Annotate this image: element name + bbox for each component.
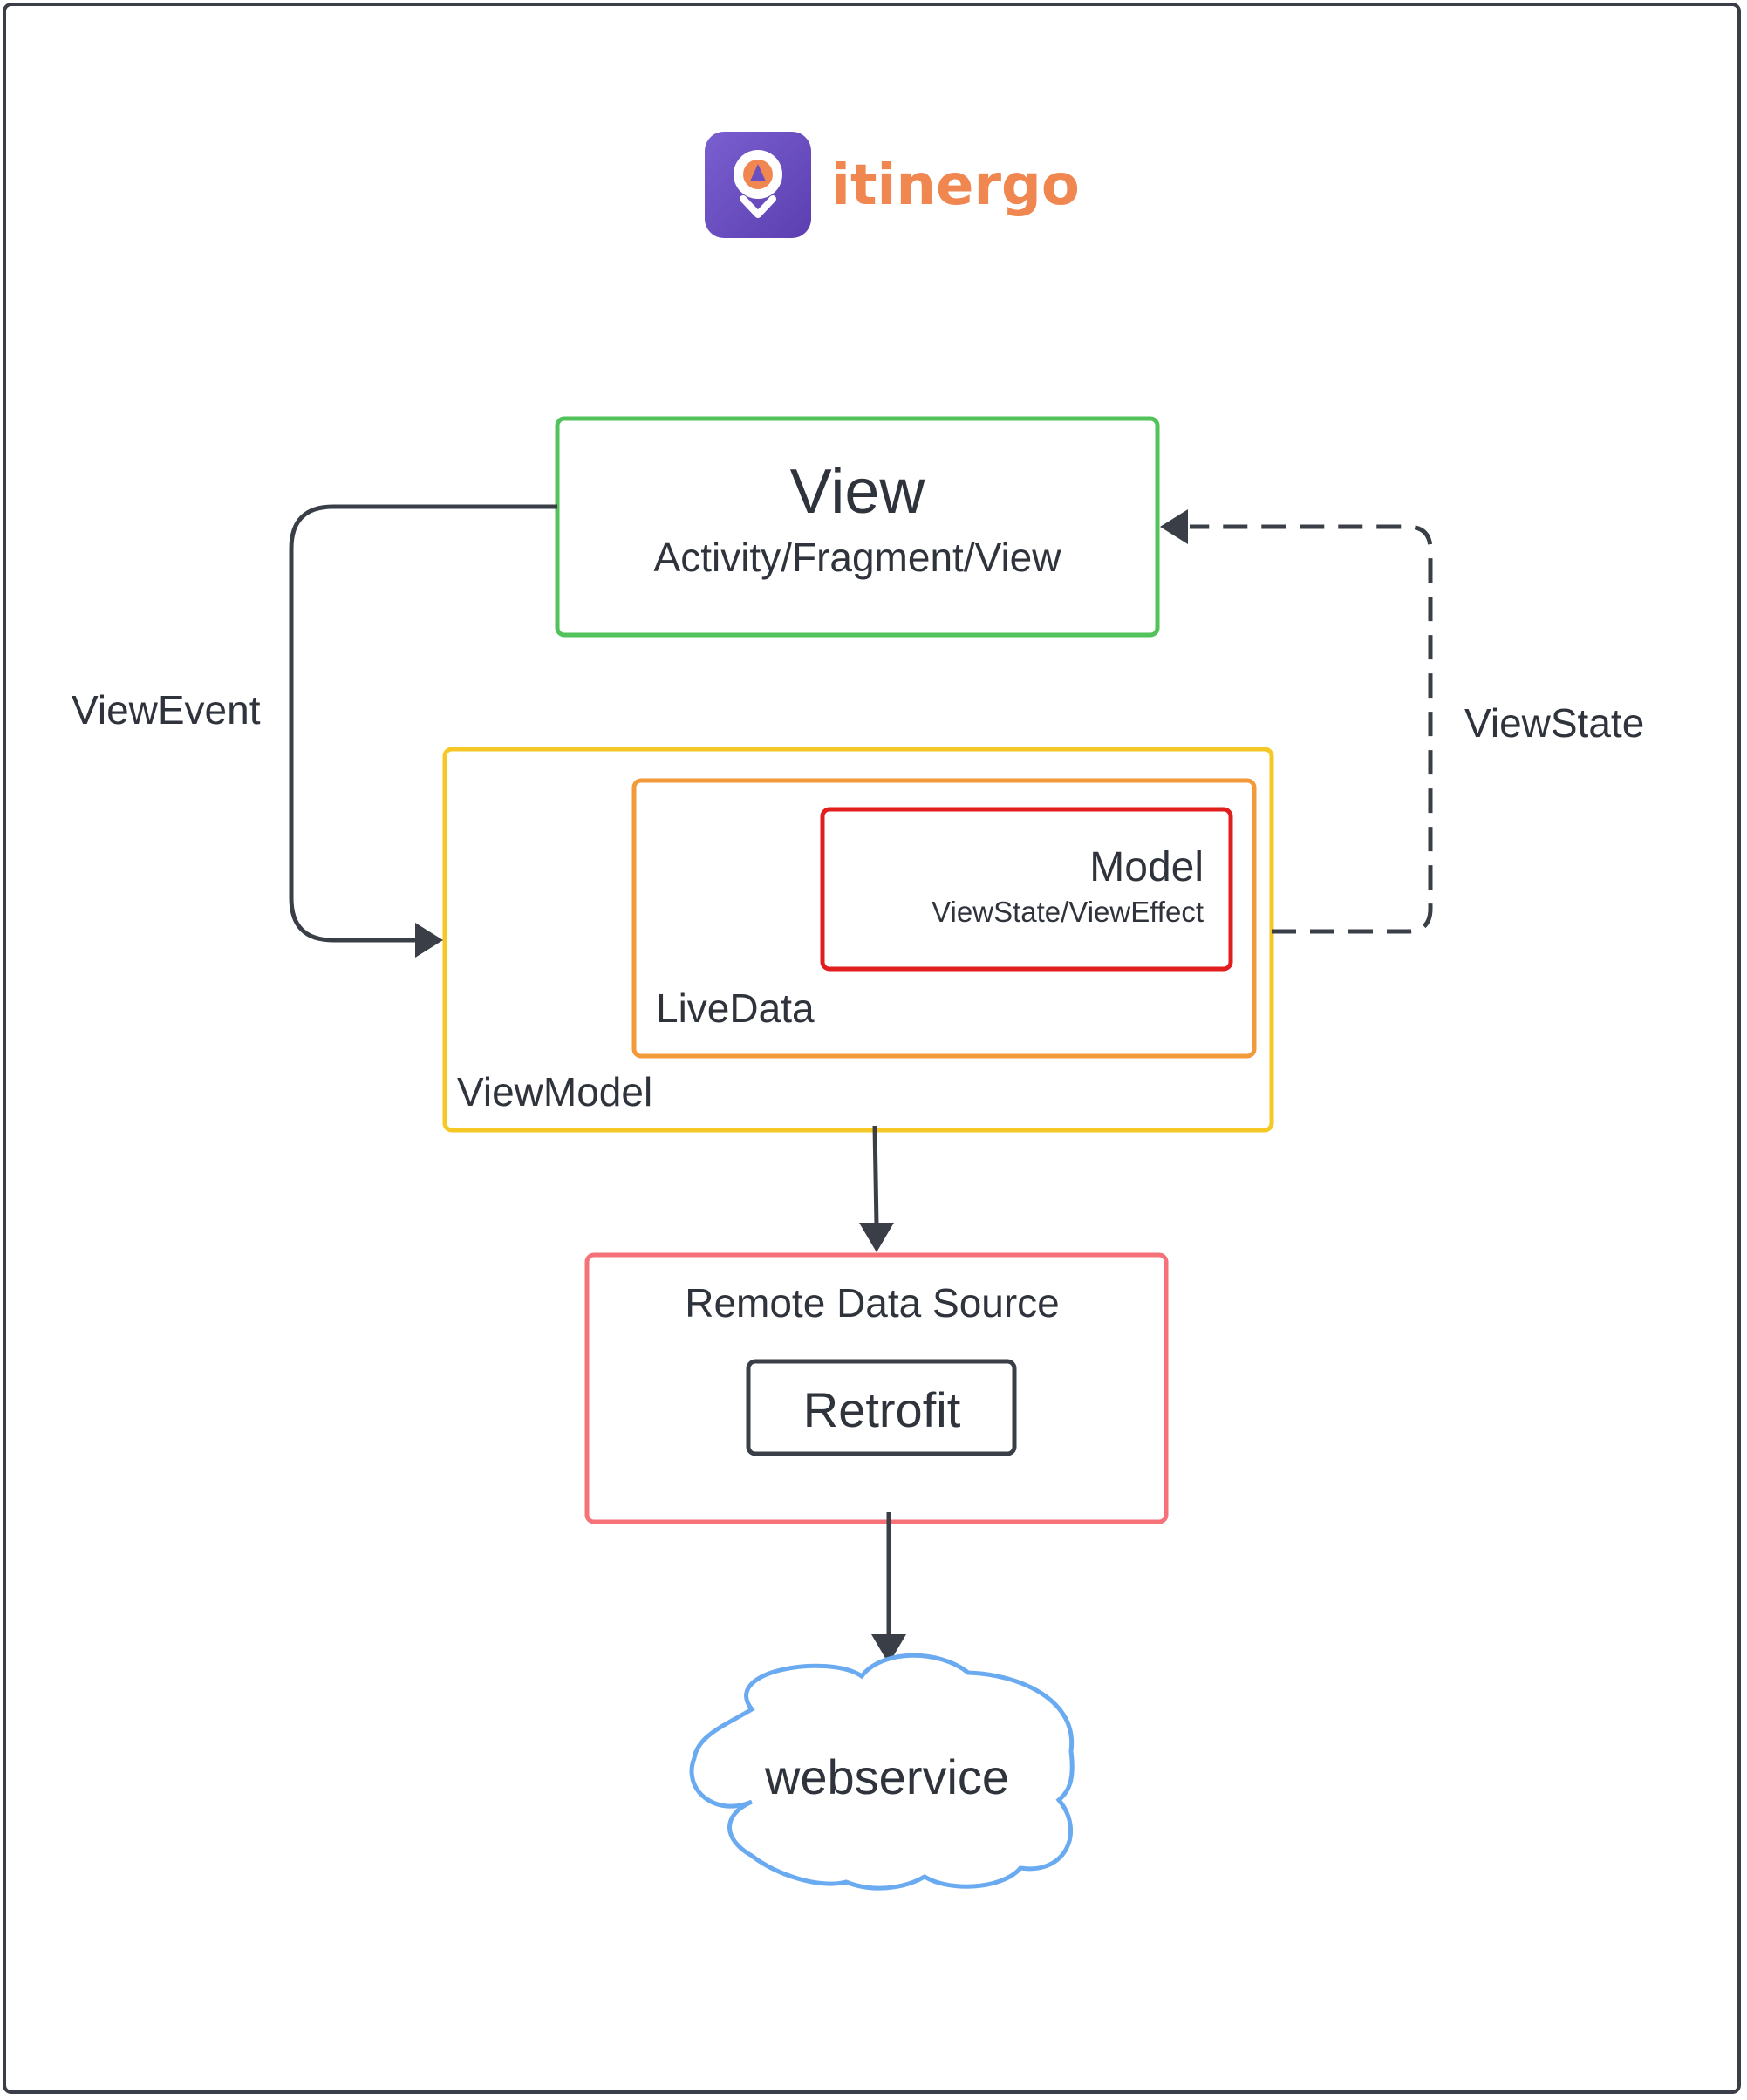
viewmodel-box — [442, 747, 1274, 1133]
view-event-arrow — [289, 504, 557, 958]
viewmodel-label: ViewModel — [457, 1069, 652, 1115]
model-box — [820, 807, 1233, 972]
itinergo-logo-icon — [705, 132, 811, 238]
remote-data-source-box — [584, 1252, 1169, 1524]
model-subtitle: ViewState/ViewEffect — [932, 896, 1204, 928]
view-title: View — [790, 457, 926, 527]
brand-name: itinergo — [831, 153, 1080, 218]
webservice-cloud-icon — [689, 1653, 1075, 1891]
view-state-arrow — [1160, 509, 1433, 934]
view-box — [555, 416, 1160, 638]
livedata-label: LiveData — [656, 985, 815, 1031]
remote-data-source-label: Remote Data Source — [685, 1280, 1060, 1326]
view-event-label: ViewEvent — [72, 687, 261, 733]
view-subtitle: Activity/Fragment/View — [654, 535, 1062, 580]
retrofit-box — [746, 1359, 1017, 1456]
view-state-label: ViewState — [1464, 700, 1644, 746]
model-title: Model — [1089, 844, 1204, 890]
viewmodel-to-remote-arrow — [859, 1125, 894, 1252]
webservice-label: webservice — [764, 1749, 1009, 1804]
retrofit-label: Retrofit — [803, 1382, 961, 1437]
remote-to-webservice-arrow — [871, 1512, 906, 1664]
livedata-box — [631, 778, 1257, 1059]
